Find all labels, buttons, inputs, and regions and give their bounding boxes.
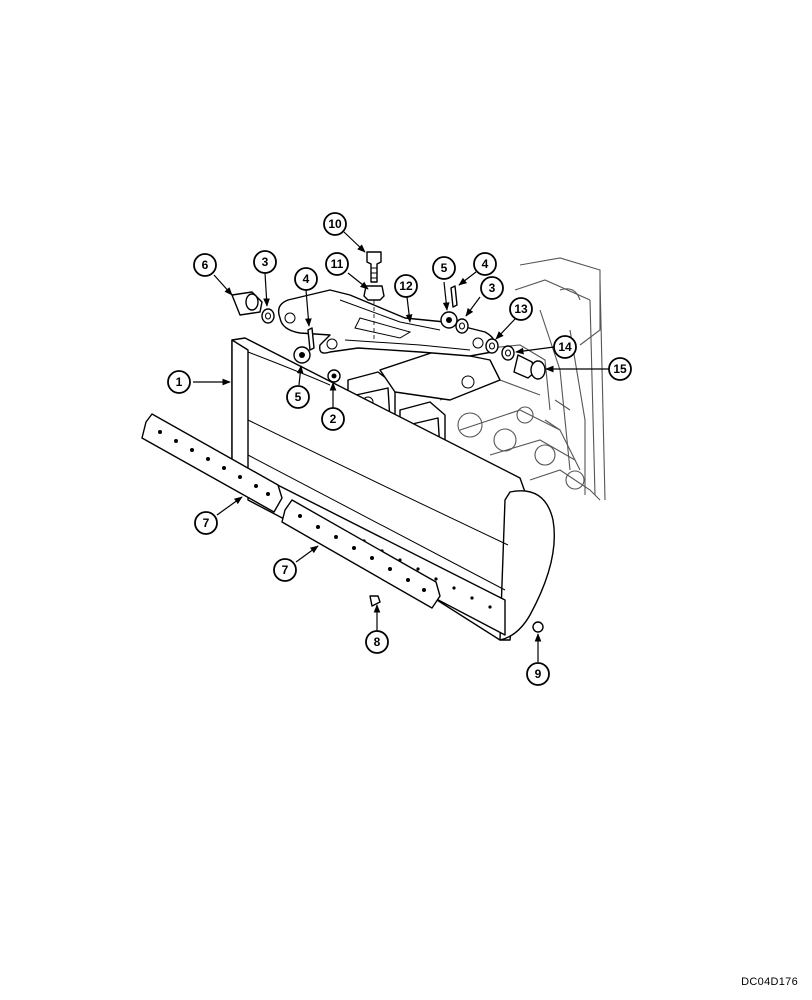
machine-frame xyxy=(429,257,606,501)
svg-text:7: 7 xyxy=(282,563,289,577)
svg-text:13: 13 xyxy=(514,302,528,316)
svg-text:15: 15 xyxy=(613,362,627,376)
svg-text:11: 11 xyxy=(331,257,344,271)
svg-text:1: 1 xyxy=(176,375,183,389)
callout-2: 2 xyxy=(321,407,345,431)
callout-1: 1 xyxy=(167,370,191,394)
svg-text:8: 8 xyxy=(374,635,381,649)
callout-15: 15 xyxy=(608,357,632,381)
roll-pin-4-left xyxy=(307,327,315,351)
svg-text:5: 5 xyxy=(295,390,302,404)
drawing-code: DC04D176 xyxy=(741,976,798,988)
callout-7-left: 7 xyxy=(194,511,218,535)
bolt-10 xyxy=(366,251,382,283)
bolt-8 xyxy=(369,595,381,607)
callout-14: 14 xyxy=(553,335,577,359)
callout-13: 13 xyxy=(509,297,533,321)
callout-6: 6 xyxy=(193,253,217,277)
callout-12: 12 xyxy=(394,274,418,298)
callout-5-left: 5 xyxy=(286,385,310,409)
cutting-edge-right xyxy=(281,499,441,609)
callout-5-right: 5 xyxy=(432,256,456,280)
svg-text:14: 14 xyxy=(558,340,572,354)
callout-3-left: 3 xyxy=(253,250,277,274)
svg-text:12: 12 xyxy=(399,279,413,293)
callout-7-right: 7 xyxy=(273,558,297,582)
callout-10: 10 xyxy=(323,212,347,236)
svg-text:10: 10 xyxy=(328,217,342,231)
svg-text:2: 2 xyxy=(330,412,337,426)
callout-4-right: 4 xyxy=(473,252,497,276)
svg-text:4: 4 xyxy=(482,257,489,271)
nut-11 xyxy=(363,285,385,301)
nut-9 xyxy=(532,621,544,633)
cutting-edge-left xyxy=(141,413,283,513)
svg-text:3: 3 xyxy=(262,255,269,269)
linkage-arm xyxy=(277,289,496,357)
svg-text:9: 9 xyxy=(535,667,542,681)
roll-pin-4-right xyxy=(450,285,458,308)
svg-text:5: 5 xyxy=(441,261,448,275)
callout-4-left: 4 xyxy=(294,267,318,291)
svg-text:3: 3 xyxy=(489,281,496,295)
callout-9: 9 xyxy=(526,662,550,686)
callout-8: 8 xyxy=(365,630,389,654)
svg-text:4: 4 xyxy=(303,272,310,286)
svg-text:7: 7 xyxy=(203,516,210,530)
callout-3-right: 3 xyxy=(480,276,504,300)
svg-text:6: 6 xyxy=(202,258,209,272)
hardware xyxy=(231,251,546,633)
leader-lines xyxy=(193,231,609,662)
callout-11: 11 xyxy=(325,252,349,276)
